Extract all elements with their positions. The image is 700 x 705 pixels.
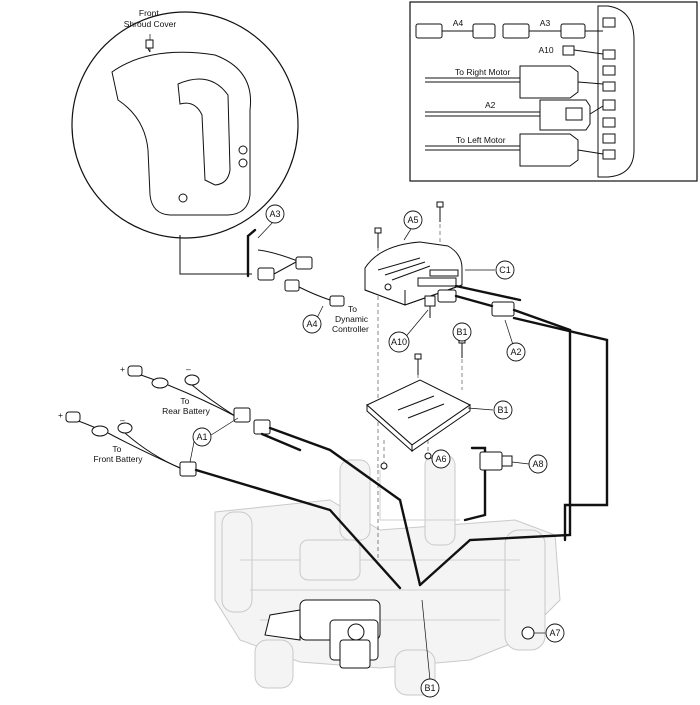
note-dc-line3: Controller bbox=[332, 324, 369, 334]
callout-a10: A10 bbox=[391, 337, 407, 347]
callout-b1-top: B1 bbox=[456, 327, 467, 337]
callout-a3: A3 bbox=[269, 209, 280, 219]
mounting-plate-b1 bbox=[366, 337, 471, 470]
callout-a7: A7 bbox=[549, 628, 560, 638]
screws-a5 bbox=[374, 201, 444, 248]
note-rear-battery: To Rear Battery bbox=[162, 396, 210, 416]
nut-a7 bbox=[521, 626, 545, 640]
harness-a3-a4 bbox=[246, 228, 345, 307]
inset-callout-a10: A10 bbox=[538, 45, 553, 55]
inset-note-left-motor: To Left Motor bbox=[456, 135, 506, 145]
note-dc-line2: Dynamic bbox=[335, 314, 369, 324]
callout-a6: A6 bbox=[435, 454, 446, 464]
note-dc-line1: To bbox=[348, 304, 357, 314]
inset-note-right-motor: To Right Motor bbox=[455, 67, 510, 77]
connector-a10 bbox=[424, 295, 436, 318]
shroud-inset-title: Front Shroud Cover bbox=[124, 8, 177, 29]
note-front-battery: To Front Battery bbox=[93, 444, 143, 464]
note-fb-line2: Front Battery bbox=[93, 454, 143, 464]
callout-b1-plate: B1 bbox=[497, 405, 508, 415]
inset-callout-a3: A3 bbox=[540, 18, 551, 28]
motor-gearbox bbox=[264, 599, 381, 669]
shroud-inset: Front Shroud Cover bbox=[71, 8, 299, 275]
callout-a8: A8 bbox=[532, 459, 543, 469]
note-rb-line2: Rear Battery bbox=[162, 406, 210, 416]
connector-a8 bbox=[463, 446, 513, 522]
note-rb-line1: To bbox=[180, 396, 189, 406]
callout-a2: A2 bbox=[510, 347, 521, 357]
inset-callout-a4: A4 bbox=[453, 18, 464, 28]
callout-b1-bottom: B1 bbox=[424, 683, 435, 693]
notes: To Dynamic Controller To Rear Battery To… bbox=[58, 304, 370, 464]
shroud-title-line1: Front bbox=[139, 8, 159, 18]
harness-a2 bbox=[418, 284, 609, 587]
note-fb-line1: To bbox=[112, 444, 121, 454]
note-minus-lower: – bbox=[120, 415, 125, 425]
callout-a1: A1 bbox=[196, 432, 207, 442]
note-dynamic-controller: To Dynamic Controller bbox=[332, 304, 370, 334]
callout-a4: A4 bbox=[306, 319, 317, 329]
inset-callout-a2: A2 bbox=[485, 100, 496, 110]
callout-bubbles: A3 A5 C1 A4 A10 B1 A2 B1 A1 A6 A8 A7 B1 bbox=[192, 204, 565, 698]
callout-c1: C1 bbox=[499, 265, 511, 275]
note-minus-upper: – bbox=[186, 364, 191, 374]
callout-a5: A5 bbox=[407, 215, 418, 225]
note-plus-lower: + bbox=[58, 410, 63, 420]
shroud-title-line2: Shroud Cover bbox=[124, 19, 177, 29]
wiring-inset: A4 A3 A10 To Right Motor A2 To Left Moto… bbox=[409, 1, 698, 182]
note-plus-upper: + bbox=[120, 364, 125, 374]
battery-harness-a1 bbox=[65, 365, 422, 590]
